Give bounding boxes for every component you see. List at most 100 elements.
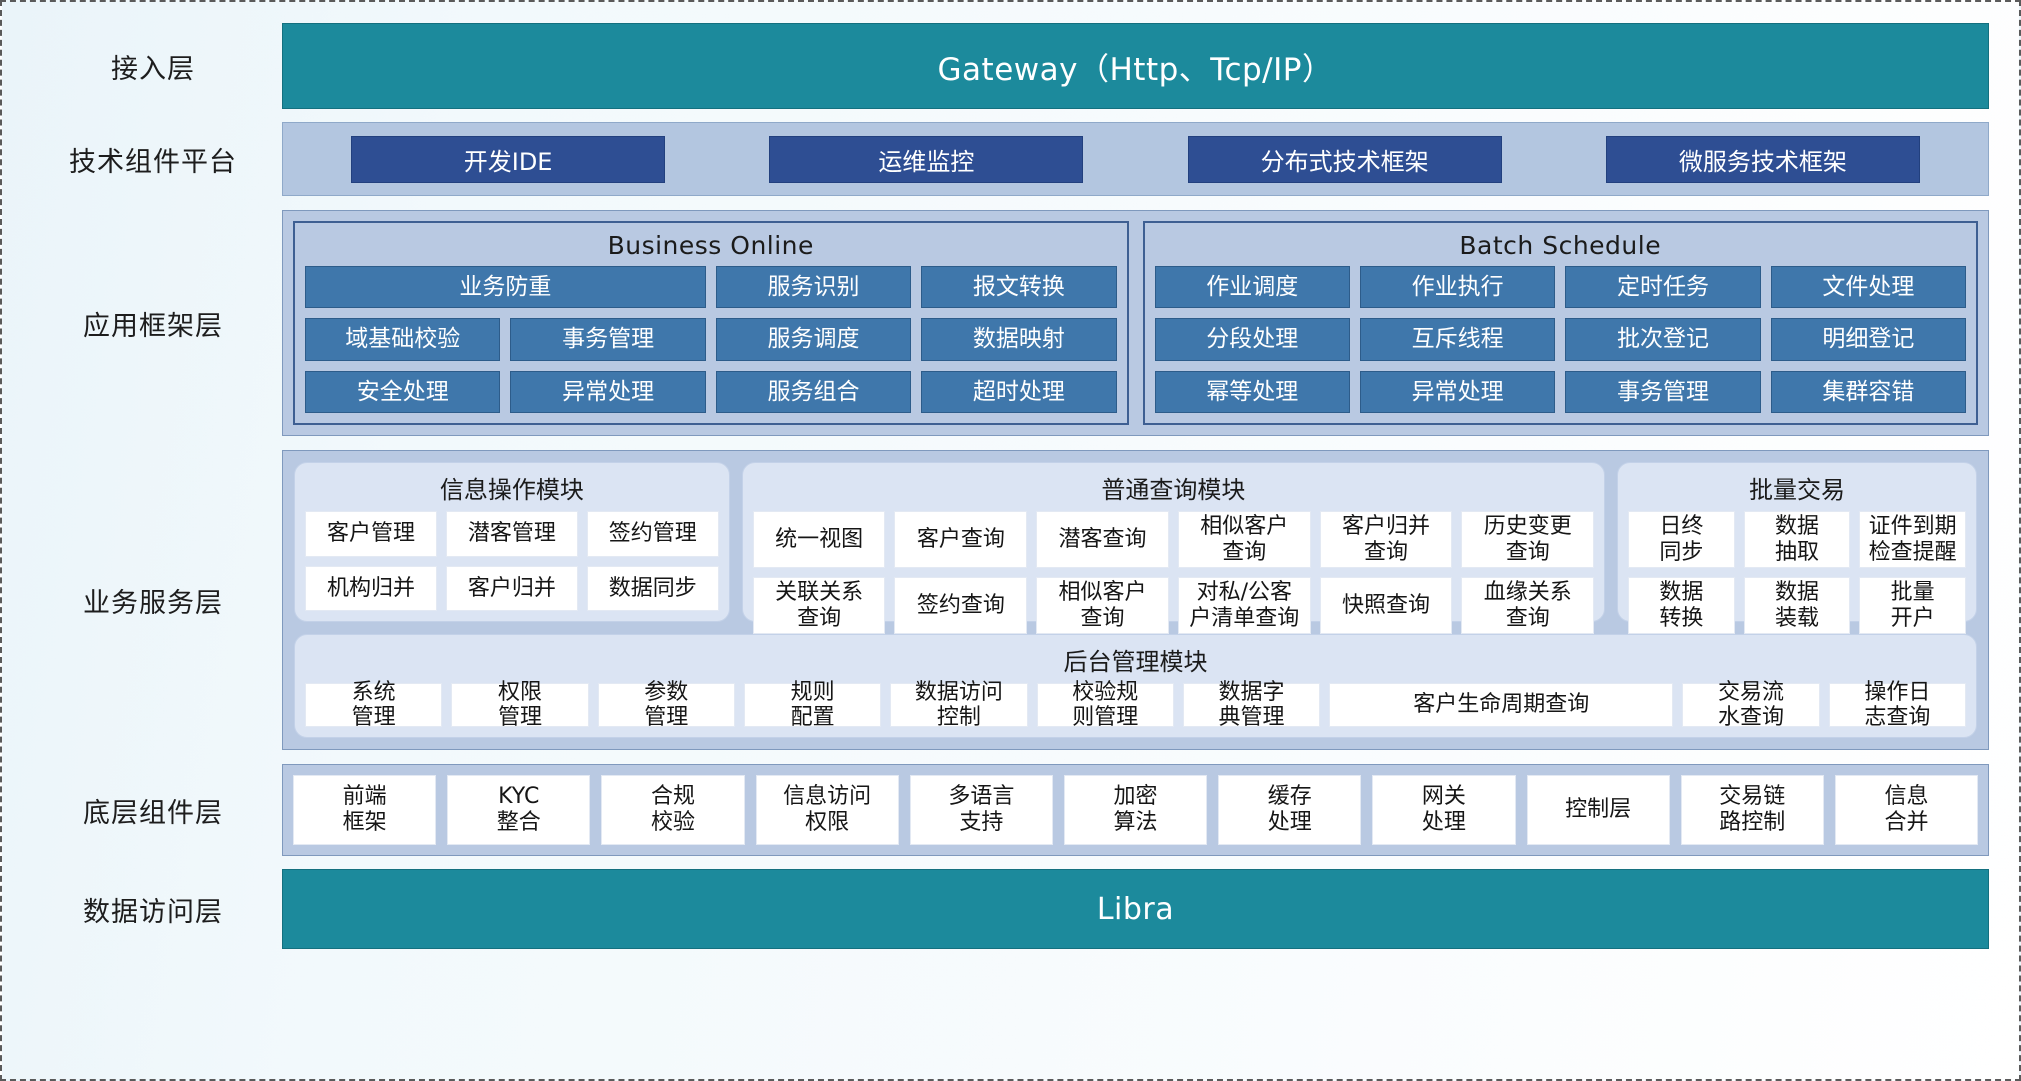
gq-cell-1[interactable]: 客户查询 (894, 511, 1028, 569)
tech-platform-band: 开发IDE 运维监控 分布式技术框架 微服务技术框架 (282, 122, 1989, 196)
bc-cell-frontend-framework[interactable]: 前端框架 (293, 775, 437, 845)
bt-cell-0[interactable]: 日终同步 (1628, 511, 1735, 569)
module-title-info-operation: 信息操作模块 (439, 476, 584, 504)
tech-chip-distributed[interactable]: 分布式技术框架 (1187, 135, 1502, 183)
gq-cell-8[interactable]: 相似客户查询 (1036, 577, 1169, 635)
group-batch-schedule: Batch Schedule 作业调度 作业执行 定时任务 文件处理 分段处理 … (1142, 221, 1978, 425)
bc-cell-compliance-check[interactable]: 合规校验 (601, 775, 745, 845)
io-cell-4[interactable]: 客户归并 (445, 565, 578, 612)
app-framework-panel: Business Online 业务防重 服务识别 报文转换 域基础校验 事务管… (282, 210, 1989, 436)
bm-cell-system-mgmt[interactable]: 系统管理 (305, 680, 443, 730)
gateway-bar: Gateway（Http、Tcp/IP） (282, 23, 1989, 109)
io-cell-3[interactable]: 机构归并 (305, 565, 437, 612)
bm-cell-param-mgmt[interactable]: 参数管理 (597, 680, 735, 730)
module-backoffice-management: 后台管理模块 系统管理 权限管理 参数管理 规则配置 数据访问控制 校验规则管理… (294, 634, 1977, 738)
layer-label-app-framework: 应用框架层 (83, 310, 223, 342)
bt-cell-1[interactable]: 数据抽取 (1743, 511, 1851, 569)
bc-cell-trade-chain-ctrl[interactable]: 交易链路控制 (1680, 775, 1824, 845)
bs-cell-6[interactable]: 批次登记 (1565, 318, 1761, 361)
module-title-general-query: 普通查询模块 (1101, 476, 1246, 504)
gq-cell-5[interactable]: 历史变更查询 (1461, 511, 1595, 569)
bc-cell-cache[interactable]: 缓存处理 (1218, 775, 1362, 845)
gq-cell-0[interactable]: 统一视图 (752, 511, 886, 569)
bm-cell-rule-config[interactable]: 规则配置 (743, 680, 882, 730)
bo-cell-3[interactable]: 域基础校验 (305, 318, 501, 361)
module-info-operation: 信息操作模块 客户管理 潜客管理 签约管理 机构归并 客户归并 数据同步 (294, 462, 730, 623)
info-operation-cells: 客户管理 潜客管理 签约管理 机构归并 客户归并 数据同步 (305, 511, 719, 612)
bs-cell-5[interactable]: 互斥线程 (1359, 318, 1556, 361)
group-business-online: Business Online 业务防重 服务识别 报文转换 域基础校验 事务管… (293, 221, 1129, 425)
gq-cell-6[interactable]: 关联关系查询 (752, 577, 886, 635)
bo-cell-5[interactable]: 服务调度 (715, 318, 912, 361)
layer-label-data-access: 数据访问层 (83, 896, 223, 928)
io-cell-1[interactable]: 潜客管理 (445, 511, 578, 557)
bs-cell-0[interactable]: 作业调度 (1154, 266, 1350, 309)
gq-cell-10[interactable]: 快照查询 (1319, 577, 1453, 635)
io-cell-2[interactable]: 签约管理 (586, 511, 719, 557)
gq-cell-2[interactable]: 潜客查询 (1036, 511, 1169, 569)
backoffice-cells: 系统管理 权限管理 参数管理 规则配置 数据访问控制 校验规则管理 数据字典管理… (305, 680, 1967, 730)
bs-cell-3[interactable]: 文件处理 (1770, 266, 1966, 309)
bm-cell-data-dictionary[interactable]: 数据字典管理 (1182, 680, 1321, 730)
business-online-cells: 业务防重 服务识别 报文转换 域基础校验 事务管理 服务调度 数据映射 安全处理… (305, 266, 1117, 413)
bc-cell-info-merge[interactable]: 信息合并 (1834, 775, 1979, 845)
bs-cell-8[interactable]: 幂等处理 (1154, 370, 1350, 413)
gq-cell-9[interactable]: 对私/公客户清单查询 (1177, 577, 1311, 635)
bm-cell-validation-rule[interactable]: 校验规则管理 (1036, 680, 1174, 730)
bs-cell-4[interactable]: 分段处理 (1154, 318, 1350, 361)
bc-cell-control-layer[interactable]: 控制层 (1526, 775, 1670, 845)
bm-cell-transaction-log[interactable]: 交易流水查询 (1682, 680, 1820, 730)
group-title-batch-schedule: Batch Schedule (1459, 231, 1662, 260)
bt-cell-5[interactable]: 批量开户 (1859, 577, 1966, 635)
business-service-row-bottom: 后台管理模块 系统管理 权限管理 参数管理 规则配置 数据访问控制 校验规则管理… (294, 634, 1977, 738)
bt-cell-2[interactable]: 证件到期检查提醒 (1859, 511, 1966, 569)
bs-cell-7[interactable]: 明细登记 (1770, 318, 1966, 361)
io-cell-0[interactable]: 客户管理 (305, 511, 437, 557)
bo-cell-0[interactable]: 业务防重 (305, 266, 706, 309)
bo-cell-2[interactable]: 报文转换 (921, 266, 1117, 309)
layer-label-tech-platform: 技术组件平台 (69, 146, 237, 178)
gq-cell-7[interactable]: 签约查询 (894, 577, 1028, 635)
bc-cell-multilanguage[interactable]: 多语言支持 (909, 775, 1053, 845)
bs-cell-1[interactable]: 作业执行 (1359, 266, 1556, 309)
bo-cell-4[interactable]: 事务管理 (510, 318, 706, 361)
batch-schedule-cells: 作业调度 作业执行 定时任务 文件处理 分段处理 互斥线程 批次登记 明细登记 … (1154, 266, 1966, 413)
bc-cell-encryption[interactable]: 加密算法 (1063, 775, 1208, 845)
bm-cell-permission-mgmt[interactable]: 权限管理 (451, 680, 589, 730)
tech-chip-microservice[interactable]: 微服务技术框架 (1605, 135, 1920, 183)
module-batch-transaction: 批量交易 日终同步 数据抽取 证件到期检查提醒 数据转换 数据装载 批量开户 (1617, 462, 1977, 635)
general-query-cells: 统一视图 客户查询 潜客查询 相似客户查询 客户归并查询 历史变更查询 关联关系… (752, 511, 1595, 635)
bt-cell-3[interactable]: 数据转换 (1628, 577, 1735, 635)
bm-cell-lifecycle-query[interactable]: 客户生命周期查询 (1329, 683, 1674, 727)
bm-cell-operation-log[interactable]: 操作日志查询 (1828, 680, 1967, 730)
tech-chip-ide[interactable]: 开发IDE (351, 135, 666, 183)
gq-cell-4[interactable]: 客户归并查询 (1319, 511, 1453, 569)
io-cell-5[interactable]: 数据同步 (586, 565, 719, 612)
bo-cell-7[interactable]: 安全处理 (305, 370, 501, 413)
libra-bar: Libra (282, 869, 1989, 949)
group-title-business-online: Business Online (607, 231, 814, 260)
business-service-panel: 信息操作模块 客户管理 潜客管理 签约管理 机构归并 客户归并 数据同步 普通查… (282, 450, 1989, 750)
bm-cell-data-access-ctrl[interactable]: 数据访问控制 (890, 680, 1028, 730)
gq-cell-3[interactable]: 相似客户查询 (1177, 511, 1311, 569)
bo-cell-10[interactable]: 超时处理 (921, 370, 1117, 413)
tech-chip-ops-monitor[interactable]: 运维监控 (769, 135, 1084, 183)
layer-label-business-service: 业务服务层 (83, 587, 223, 619)
gq-cell-11[interactable]: 血缘关系查询 (1461, 577, 1595, 635)
layer-label-bottom-components: 底层组件层 (83, 797, 223, 829)
bs-cell-2[interactable]: 定时任务 (1565, 266, 1761, 309)
bo-cell-1[interactable]: 服务识别 (715, 266, 912, 309)
bo-cell-8[interactable]: 异常处理 (510, 370, 706, 413)
bc-cell-gateway[interactable]: 网关处理 (1372, 775, 1516, 845)
bs-cell-11[interactable]: 集群容错 (1770, 370, 1966, 413)
bo-cell-6[interactable]: 数据映射 (921, 318, 1117, 361)
bo-cell-9[interactable]: 服务组合 (715, 370, 912, 413)
bt-cell-4[interactable]: 数据装载 (1743, 577, 1851, 635)
bs-cell-9[interactable]: 异常处理 (1359, 370, 1556, 413)
business-service-row-top: 信息操作模块 客户管理 潜客管理 签约管理 机构归并 客户归并 数据同步 普通查… (294, 462, 1977, 635)
bs-cell-10[interactable]: 事务管理 (1565, 370, 1761, 413)
bc-cell-info-access-right[interactable]: 信息访问权限 (755, 775, 899, 845)
